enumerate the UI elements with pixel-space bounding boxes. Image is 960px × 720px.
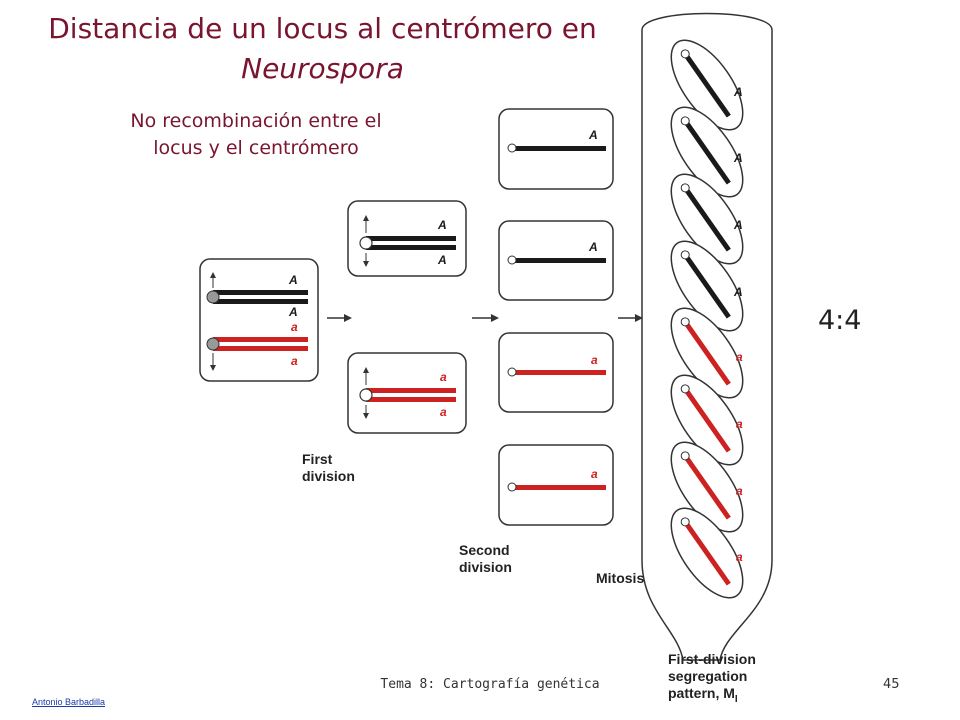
ascospore-6 — [670, 374, 744, 466]
slide-subtitle: No recombinación entre el locus y el cen… — [80, 108, 432, 162]
second-division-cell-1-chromosome — [507, 143, 606, 153]
pattern-label-line3: pattern, MI — [668, 685, 756, 708]
first-division-label-line1: First — [302, 451, 333, 467]
allele-label-first-bottom-2: a — [440, 405, 447, 419]
allele-label-spore-6: a — [736, 417, 743, 431]
ascospore-8 — [670, 507, 744, 599]
allele-label-first-top-1: A — [437, 218, 447, 232]
allele-label-spore-8: a — [736, 550, 743, 564]
page-number: 45 — [883, 677, 900, 692]
slide-title-line1: Distancia de un locus al centrómero en — [48, 12, 597, 45]
allele-label-spore-3: A — [733, 218, 743, 232]
arrow-2 — [472, 314, 499, 322]
pattern-label-line3-text: pattern, M — [668, 685, 735, 701]
allele-label-second-1: A — [588, 128, 598, 142]
meiocyte-dominant-chromosomes — [206, 272, 308, 304]
allele-label-meiocyte-1: A — [288, 273, 298, 287]
pattern-label-line2: segregation — [668, 668, 748, 684]
arrow-3 — [618, 314, 643, 322]
allele-label-spore-7: a — [736, 484, 743, 498]
ascospore-4 — [670, 240, 744, 332]
allele-label-spore-2: A — [733, 151, 743, 165]
allele-label-second-3: a — [591, 353, 598, 367]
allele-label-meiocyte-4: a — [291, 354, 298, 368]
allele-label-spore-5: a — [736, 350, 743, 364]
allele-label-second-2: A — [588, 240, 598, 254]
footer-title: Tema 8: Cartografía genética — [380, 677, 600, 692]
allele-label-meiocyte-3: a — [291, 320, 298, 334]
second-division-label: Second division — [459, 542, 512, 576]
allele-label-spore-1: A — [733, 85, 743, 99]
second-division-cell-3-chromosome — [507, 367, 606, 377]
mitosis-label: Mitosis — [596, 570, 645, 586]
segregation-pattern-label: First-division segregation pattern, MI — [668, 651, 756, 708]
allele-label-first-bottom-1: a — [440, 370, 447, 384]
ascospore-5 — [670, 307, 744, 399]
author-link[interactable]: Antonio Barbadilla — [32, 697, 106, 707]
subtitle-line2: locus y el centrómero — [153, 137, 359, 159]
second-division-cell-4-chromosome — [507, 482, 606, 492]
meiocyte-recessive-chromosomes — [206, 337, 308, 371]
ascospore-3 — [670, 173, 744, 265]
allele-label-spore-4: A — [733, 285, 743, 299]
pattern-label-line1: First-division — [668, 651, 756, 667]
first-division-label-line2: division — [302, 468, 355, 484]
segregation-ratio: 4:4 — [818, 305, 862, 336]
first-division-label: First division — [302, 451, 355, 485]
second-division-label-line1: Second — [459, 542, 510, 558]
subtitle-line1: No recombinación entre el — [130, 110, 382, 132]
first-division-top-chromosomes — [359, 215, 456, 267]
meiocyte-cell — [199, 258, 319, 382]
slide-title-line2: Neurospora — [241, 52, 404, 85]
second-division-cell-2-chromosome — [507, 255, 606, 265]
allele-label-first-top-2: A — [437, 253, 447, 267]
allele-label-second-4: a — [591, 467, 598, 481]
pattern-label-subscript: I — [734, 693, 738, 705]
allele-label-meiocyte-2: A — [288, 305, 298, 319]
second-division-label-line2: division — [459, 559, 512, 575]
ascospore-7 — [670, 441, 744, 533]
first-division-bottom-chromosomes — [359, 367, 456, 419]
ascospore-2 — [670, 106, 744, 198]
ascospore-1 — [670, 39, 744, 131]
arrow-1 — [327, 314, 352, 322]
ascus-outline — [641, 12, 773, 661]
